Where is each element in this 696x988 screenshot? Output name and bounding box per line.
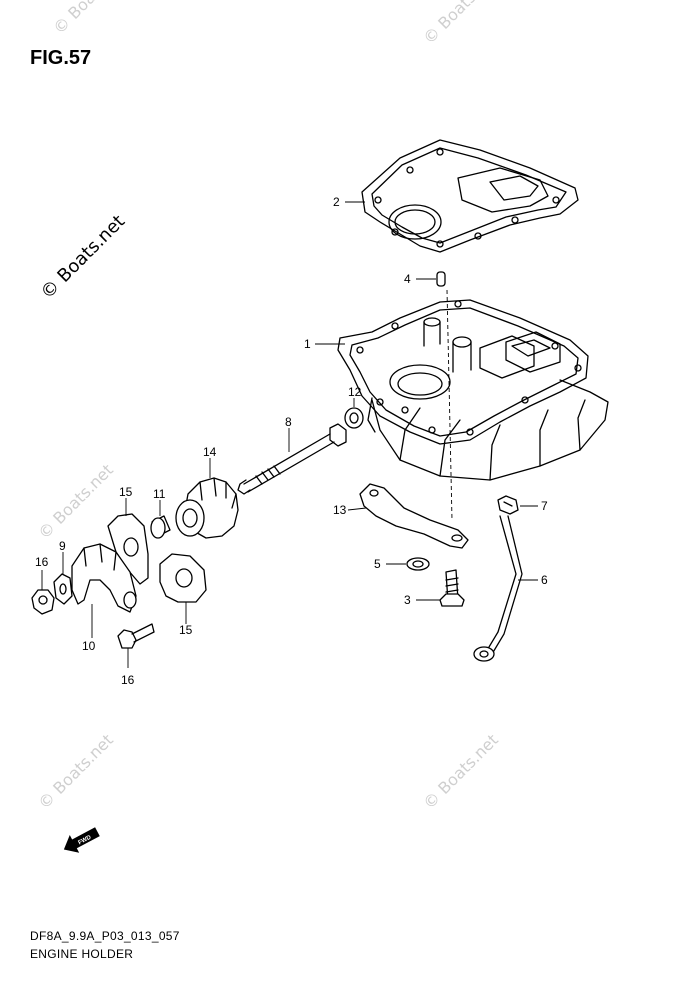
callout-10: 10 bbox=[82, 639, 96, 653]
faint-watermarks: © Boats.net © Boats.net © Boats.net © Bo… bbox=[34, 0, 501, 813]
callout-14: 14 bbox=[203, 445, 217, 459]
footer-name: ENGINE HOLDER bbox=[30, 947, 133, 961]
callout-9: 9 bbox=[59, 539, 66, 553]
part-13-stay-plate bbox=[359, 483, 469, 549]
part-11-bushing bbox=[150, 515, 171, 539]
part-4-dowel-pin bbox=[436, 271, 446, 287]
part-14-rubber-mount bbox=[175, 477, 239, 539]
watermark-2: © Boats.net bbox=[419, 0, 501, 48]
part-6-rod bbox=[473, 515, 523, 662]
part-5-washer bbox=[406, 557, 430, 571]
callout-4: 4 bbox=[404, 272, 411, 286]
callout-1: 1 bbox=[304, 337, 311, 351]
callout-11: 11 bbox=[153, 487, 166, 501]
callout-15-lower: 15 bbox=[179, 623, 193, 637]
callout-6: 6 bbox=[541, 573, 548, 587]
watermark-main: © Boats.net bbox=[37, 211, 129, 303]
callout-17: 16 bbox=[35, 555, 49, 569]
callout-15-upper: 15 bbox=[119, 485, 133, 499]
watermark-4: © Boats.net bbox=[34, 730, 116, 812]
callout-7: 7 bbox=[541, 499, 548, 513]
part-8-long-bolt bbox=[237, 423, 347, 495]
watermark-1: © Boats.net bbox=[49, 0, 131, 38]
fwd-arrow-icon: FWD bbox=[63, 827, 100, 853]
callout-3: 3 bbox=[404, 593, 411, 607]
part-12-washer bbox=[344, 407, 364, 429]
part-9-washer bbox=[53, 573, 73, 605]
callout-5: 5 bbox=[374, 557, 381, 571]
assembly-axis bbox=[446, 289, 453, 521]
part-2-gasket bbox=[361, 139, 579, 253]
callout-16: 16 bbox=[121, 673, 135, 687]
callout-12: 12 bbox=[348, 385, 362, 399]
callout-8: 8 bbox=[285, 415, 292, 429]
footer-code: DF8A_9.9A_P03_013_057 bbox=[30, 929, 180, 943]
part-7-clip bbox=[497, 495, 519, 515]
part-15-plate-lower bbox=[159, 553, 207, 603]
watermark-5: © Boats.net bbox=[419, 730, 501, 812]
part-10-clamp-bracket bbox=[71, 543, 137, 613]
figure-title: FIG.57 bbox=[30, 47, 91, 69]
part-17-nut bbox=[31, 589, 55, 615]
part-3-bolt bbox=[439, 569, 465, 607]
part-16-bolt bbox=[117, 623, 155, 649]
callout-2: 2 bbox=[333, 195, 340, 209]
part-1-engine-holder bbox=[337, 299, 609, 481]
leader-13 bbox=[347, 507, 367, 511]
callout-13: 13 bbox=[333, 503, 347, 517]
watermark-3: © Boats.net bbox=[34, 460, 116, 542]
